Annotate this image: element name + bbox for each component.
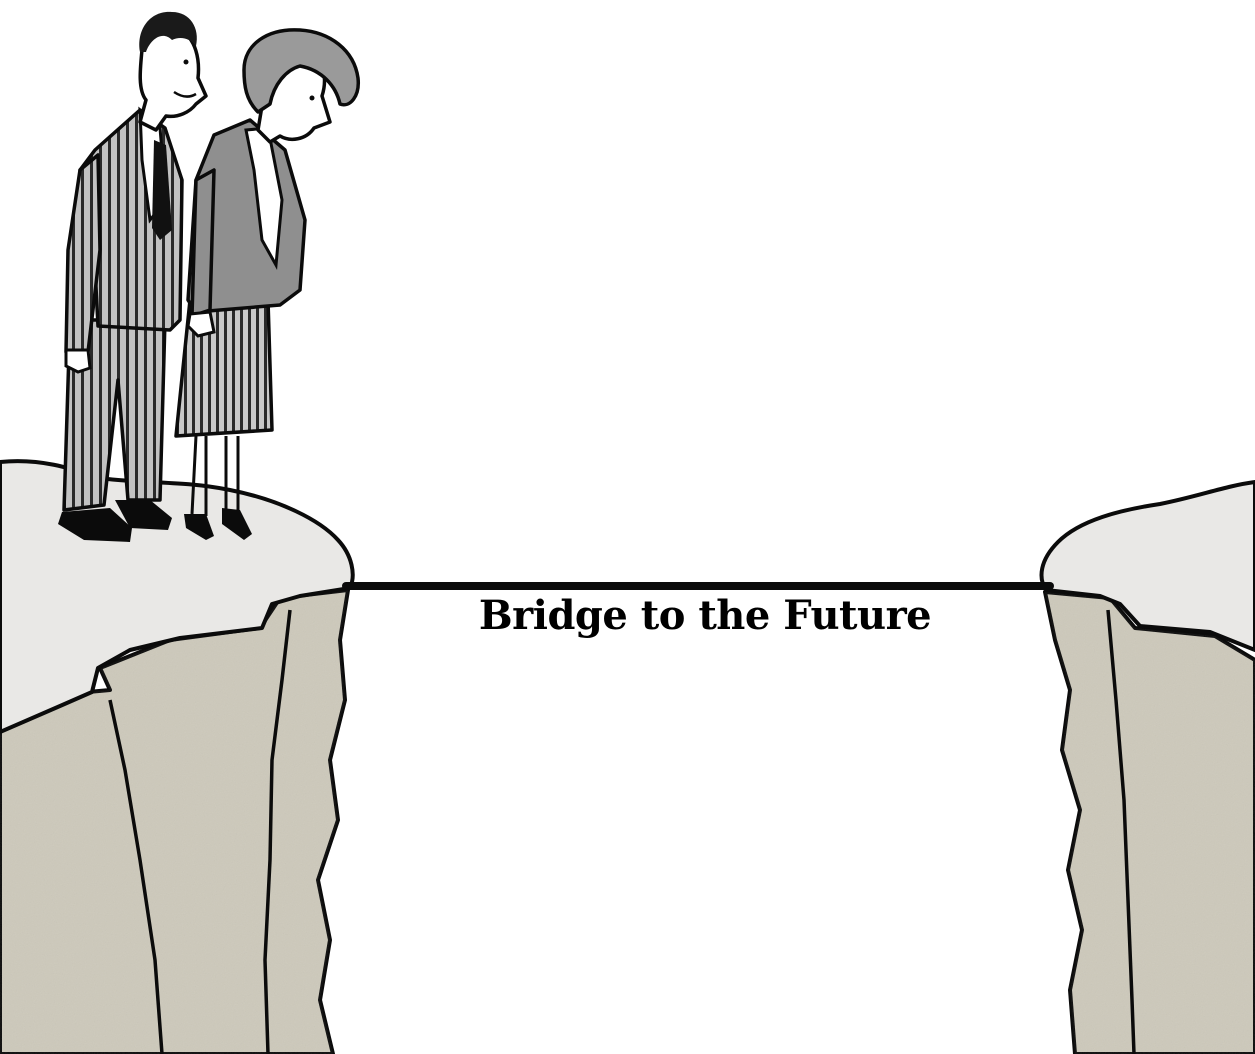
left-cliff-crack bbox=[263, 609, 292, 1054]
left-cliff bbox=[0, 459, 355, 1054]
bridge-caption: Bridge to the Future bbox=[478, 592, 932, 639]
man-tie bbox=[152, 140, 172, 240]
man-hand bbox=[64, 348, 92, 374]
woman-hair bbox=[242, 28, 360, 114]
woman-shoe bbox=[222, 508, 252, 540]
man-shoe bbox=[58, 508, 132, 542]
woman-hand bbox=[186, 310, 216, 338]
woman-shoe bbox=[184, 514, 214, 540]
left-cliff-crack bbox=[108, 699, 164, 1054]
businessman-figure bbox=[58, 11, 208, 542]
businesswoman-figure bbox=[174, 28, 360, 540]
right-cliff bbox=[1039, 480, 1255, 1054]
man-shoe bbox=[115, 500, 172, 530]
man-hair bbox=[139, 11, 197, 52]
right-cliff-crack bbox=[1106, 609, 1136, 1054]
